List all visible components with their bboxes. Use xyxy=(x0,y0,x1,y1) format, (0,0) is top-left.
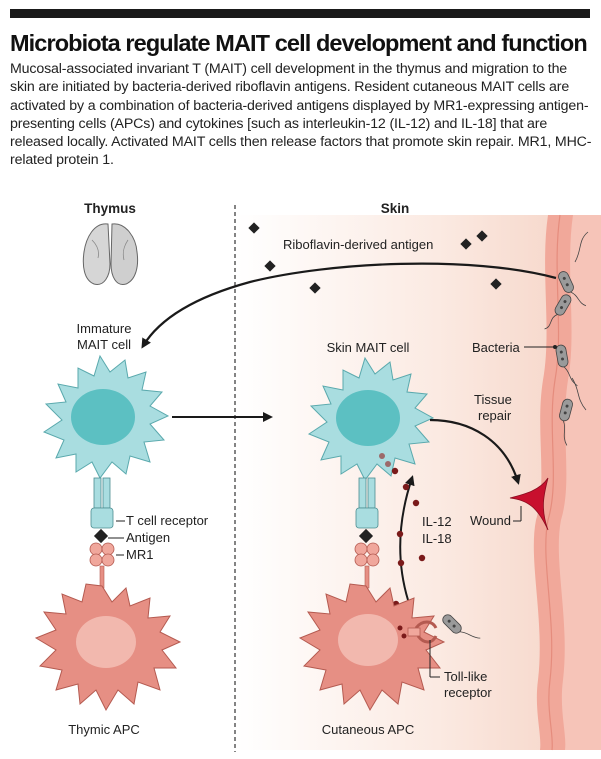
figure-caption: Mucosal-associated invariant T (MAIT) ce… xyxy=(10,61,592,169)
wound-shape xyxy=(509,477,549,531)
top-rule xyxy=(10,9,590,18)
immature-mait-cell xyxy=(42,354,170,479)
immature-mait-label-2: MAIT cell xyxy=(77,337,131,352)
cutaneous-apc-cell xyxy=(298,583,446,712)
riboflavin-antigens xyxy=(248,222,502,294)
toll-like-receptor xyxy=(407,614,481,644)
skin-receptor-complex xyxy=(354,477,380,589)
bacteria xyxy=(544,231,589,446)
figure-title: Microbiota regulate MAIT cell developmen… xyxy=(10,30,588,56)
thymic-receptor-complex xyxy=(89,477,115,589)
skin-mait-cell xyxy=(307,356,435,481)
wound-label: Wound xyxy=(470,513,511,528)
cutaneous-apc-label: Cutaneous APC xyxy=(322,722,415,737)
thymus-label: Thymus xyxy=(84,201,136,216)
thymus-organ-icon xyxy=(82,223,139,285)
skin-background xyxy=(237,214,601,751)
thymic-apc-cell xyxy=(34,583,182,712)
t-cell-receptor-label: T cell receptor xyxy=(126,513,209,528)
tissue-repair-label-2: repair xyxy=(478,408,512,423)
skin-label: Skin xyxy=(381,201,410,216)
mr1-label: MR1 xyxy=(126,547,153,562)
cytokine-arrow xyxy=(399,475,415,601)
toll-like-receptor-label-1: Toll-like xyxy=(444,669,487,684)
immature-mait-label-1: Immature xyxy=(77,321,132,336)
antigen-label: Antigen xyxy=(126,530,170,545)
skin-mait-label: Skin MAIT cell xyxy=(327,340,410,355)
thymic-apc-label: Thymic APC xyxy=(68,722,140,737)
tissue-repair-label-1: Tissue xyxy=(474,392,512,407)
toll-like-receptor-label-2: receptor xyxy=(444,685,492,700)
antigen-migration-arrow xyxy=(141,262,557,349)
il12-label: IL-12 xyxy=(422,514,452,529)
bacteria-label: Bacteria xyxy=(472,340,520,355)
tissue-repair-arrow xyxy=(429,418,521,485)
riboflavin-antigen-label: Riboflavin-derived antigen xyxy=(283,237,433,252)
il18-label: IL-18 xyxy=(422,531,452,546)
